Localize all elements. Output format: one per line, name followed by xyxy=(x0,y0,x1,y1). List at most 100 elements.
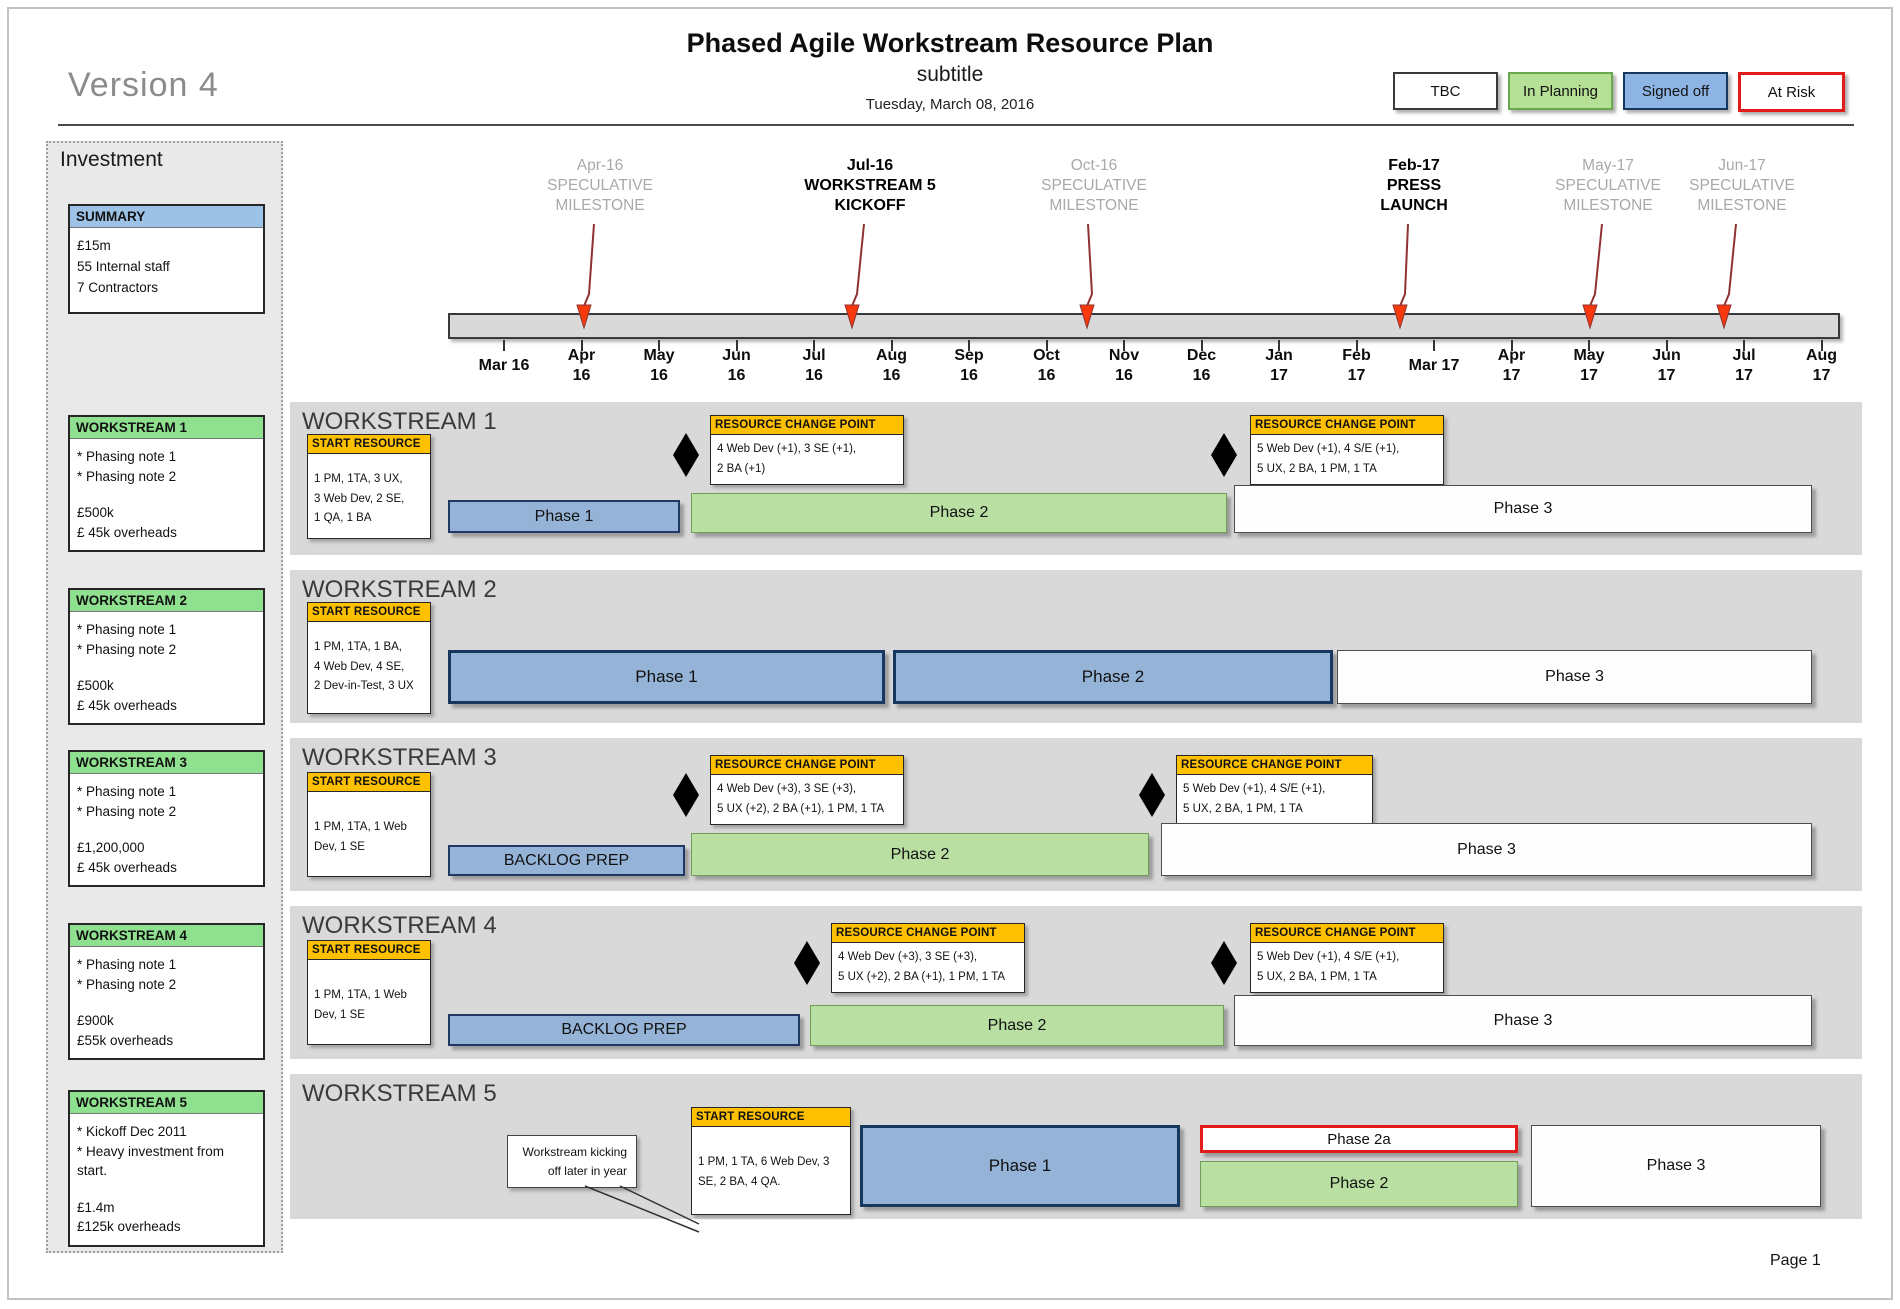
phase-bar-phase-2[interactable]: Phase 2 xyxy=(893,650,1333,704)
phase-bar-phase-1[interactable]: Phase 1 xyxy=(860,1125,1180,1207)
summary-line: 7 Contractors xyxy=(77,279,159,295)
month-text: Jan xyxy=(1265,347,1293,364)
resource-line: 5 Web Dev (+1), 4 S/E (+1), xyxy=(1257,443,1400,455)
resource-line: SE, 2 BA, 4 QA. xyxy=(698,1175,781,1188)
milestone-text: SPECULATIVE xyxy=(1041,177,1147,194)
sidebar-workstream-box-2[interactable]: WORKSTREAM 2* Phasing note 1* Phasing no… xyxy=(68,588,265,726)
month-tick xyxy=(1433,340,1435,351)
workstream-title-2: WORKSTREAM 2 xyxy=(302,576,497,603)
phase-bar-phase-2a[interactable]: Phase 2a xyxy=(1200,1125,1518,1153)
month-year-text: 17 xyxy=(1502,367,1521,384)
phase-label: Phase 3 xyxy=(1493,500,1553,517)
header-divider xyxy=(58,124,1854,126)
page-title: Phased Agile Workstream Resource Plan xyxy=(686,28,1214,58)
month-text: Apr xyxy=(567,347,596,364)
phase-bar-phase-2[interactable]: Phase 2 xyxy=(691,493,1227,533)
phase-bar-phase-2[interactable]: Phase 2 xyxy=(1200,1161,1518,1207)
month-year-text: 17 xyxy=(1657,367,1676,384)
month-tick xyxy=(1820,340,1823,351)
phase-bar-phase-1[interactable]: Phase 1 xyxy=(448,650,885,704)
phase-bar-phase-3[interactable]: Phase 3 xyxy=(1337,650,1812,704)
phase-label: Phase 1 xyxy=(534,507,594,525)
phasing-note: * Phasing note 2 xyxy=(77,803,177,819)
phase-bar-backlog-prep[interactable]: BACKLOG PREP xyxy=(448,845,685,876)
month-tick xyxy=(1045,340,1048,351)
workstream-title-5: WORKSTREAM 5 xyxy=(302,1080,497,1107)
month-text: May xyxy=(643,347,675,364)
phase-label: Phase 2 xyxy=(1081,667,1145,686)
phasing-note: * Phasing note 2 xyxy=(77,468,177,484)
month-label-jun17: Jun 17 xyxy=(1631,346,1703,386)
phase-bar-backlog-prep[interactable]: BACKLOG PREP xyxy=(448,1014,800,1046)
phase-bar-phase-3[interactable]: Phase 3 xyxy=(1531,1125,1821,1207)
resource-line: 4 Web Dev (+3), 3 SE (+3), xyxy=(717,783,857,795)
milestone-text: SPECULATIVE xyxy=(547,177,653,194)
month-text: Aug xyxy=(1805,347,1838,364)
sidebar-workstream-header: WORKSTREAM 4 xyxy=(70,925,263,947)
legend-chip-signed-off[interactable]: Signed off xyxy=(1623,72,1728,110)
sidebar-workstream-box-1[interactable]: WORKSTREAM 1* Phasing note 1* Phasing no… xyxy=(68,415,265,553)
sidebar-workstream-box-4[interactable]: WORKSTREAM 4* Phasing note 1* Phasing no… xyxy=(68,923,265,1061)
month-year-text: 17 xyxy=(1812,367,1831,384)
resource-change-point-header: RESOURCE CHANGE POINT xyxy=(1251,416,1443,435)
page-date: Tuesday, March 08, 2016 xyxy=(865,96,1035,113)
resource-line: 3 Web Dev, 2 SE, xyxy=(314,492,405,505)
phasing-note: * Heavy investment from start. xyxy=(77,1143,225,1179)
overheads-line: £ 45k overheads xyxy=(77,524,177,540)
month-tick xyxy=(503,340,505,351)
milestone-text: KICKOFF xyxy=(834,197,906,214)
start-resource-header: START RESOURCE xyxy=(692,1108,850,1127)
month-text: Jun xyxy=(1652,347,1681,364)
sidebar-workstream-body: * Phasing note 1* Phasing note 2£500k£ 4… xyxy=(70,439,263,550)
resource-change-point-body: 4 Web Dev (+3), 3 SE (+3),5 UX (+2), 2 B… xyxy=(711,775,903,824)
cost-line: £500k xyxy=(77,678,114,694)
phase-label: BACKLOG PREP xyxy=(561,1021,687,1038)
milestone-text: MILESTONE xyxy=(1563,197,1653,214)
resource-line: 1 PM, 1 TA, 6 Web Dev, 3 xyxy=(698,1156,830,1168)
month-text: Mar 16 xyxy=(478,357,530,374)
start-resource-body: 1 PM, 1 TA, 6 Web Dev, 3 SE, 2 BA, 4 QA. xyxy=(692,1127,850,1197)
legend-chip-tbc[interactable]: TBC xyxy=(1393,72,1498,110)
month-text: Aug xyxy=(875,347,908,364)
phase-label: Phase 1 xyxy=(988,1156,1052,1175)
month-text: Nov xyxy=(1108,347,1140,364)
phase-bar-phase-3[interactable]: Phase 3 xyxy=(1234,995,1812,1046)
sidebar-workstream-box-3[interactable]: WORKSTREAM 3* Phasing note 1* Phasing no… xyxy=(68,750,265,888)
legend-chip-in-planning[interactable]: In Planning xyxy=(1508,72,1613,110)
summary-line: £15m xyxy=(77,238,111,253)
spacer xyxy=(77,821,256,838)
cost-line: £900k xyxy=(77,1013,114,1029)
phase-bar-phase-3[interactable]: Phase 3 xyxy=(1234,485,1812,533)
phase-bar-phase-3[interactable]: Phase 3 xyxy=(1161,823,1812,876)
start-resource-box[interactable]: START RESOURCE 1 PM, 1 TA, 6 Web Dev, 3 SE… xyxy=(691,1107,851,1215)
phase-bar-phase-2[interactable]: Phase 2 xyxy=(810,1005,1224,1046)
month-year-text: 17 xyxy=(1270,367,1288,384)
resource-change-point-box[interactable]: RESOURCE CHANGE POINT 5 Web Dev (+1), 4 S… xyxy=(1250,415,1444,486)
cost-line: £1,200,000 xyxy=(77,840,145,856)
phase-bar-phase-1[interactable]: Phase 1 xyxy=(448,500,680,533)
start-resource-header: START RESOURCE xyxy=(308,773,430,792)
phase-bar-phase-2[interactable]: Phase 2 xyxy=(691,833,1149,876)
legend-chip-at-risk[interactable]: At Risk xyxy=(1738,72,1845,112)
start-resource-body: 1 PM, 1TA, 3 UX,3 Web Dev, 2 SE,1 QA, 1 … xyxy=(308,454,430,534)
phasing-note: * Phasing note 2 xyxy=(77,976,177,992)
sidebar-workstream-box-5[interactable]: WORKSTREAM 5* Kickoff Dec 2011* Heavy in… xyxy=(68,1090,265,1247)
